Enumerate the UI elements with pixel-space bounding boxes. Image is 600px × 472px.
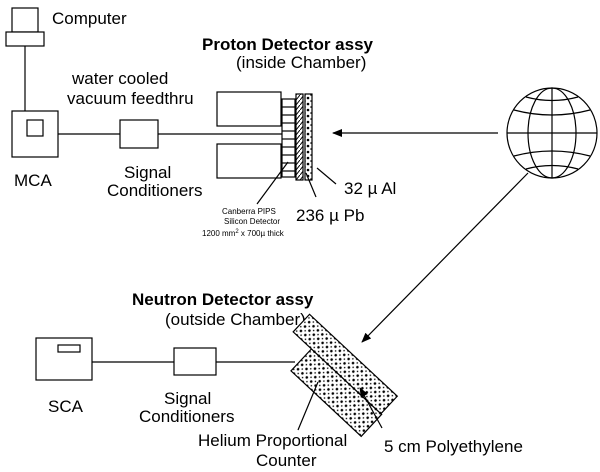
water-cooled-feedthru (216, 91, 282, 179)
water-label-1: water cooled (71, 69, 168, 88)
helium-label-2: Counter (256, 451, 317, 470)
al-leader (316, 167, 337, 185)
poly-label: 5 cm Polyethylene (384, 437, 523, 456)
sca-label: SCA (48, 397, 84, 416)
proton-title: Proton Detector assy (202, 35, 374, 54)
al-foil (304, 93, 313, 181)
pb-leader (305, 172, 317, 198)
signal-top-label-1: Signal (124, 163, 171, 182)
al-label: 32 µ Al (344, 179, 396, 198)
pips-label-1: Canberra PIPS (222, 207, 276, 216)
sca-box (35, 337, 93, 381)
signal-conditioner-top (119, 119, 159, 149)
proton-subtitle: (inside Chamber) (236, 53, 366, 72)
signal-bottom-label-1: Signal (164, 389, 211, 408)
neutron-title: Neutron Detector assy (132, 290, 314, 309)
water-label-2: vacuum feedthru (67, 89, 194, 108)
pips-label-2: Silicon Detector (224, 217, 280, 226)
pb-label: 236 µ Pb (296, 206, 364, 225)
pb-foil (295, 93, 304, 181)
computer-icon (5, 7, 45, 47)
polyethylene-moderator (292, 313, 399, 415)
silicon-detector (281, 98, 296, 178)
poly-arrow (359, 387, 383, 429)
arrow-to-neutron (361, 172, 529, 343)
signal-bottom-label-2: Conditioners (139, 407, 234, 426)
helium-label-1: Helium Proportional (198, 431, 347, 450)
mca-label: MCA (14, 171, 52, 190)
mca-box (11, 110, 59, 158)
globe-icon (506, 87, 598, 179)
pips-leader (256, 161, 289, 205)
neutron-subtitle: (outside Chamber) (165, 310, 306, 329)
pips-label-3: 1200 mm2 x 700µ thick (202, 229, 285, 238)
helium-leader (297, 381, 319, 431)
signal-conditioner-bottom (173, 347, 217, 376)
signal-top-label-2: Conditioners (107, 181, 202, 200)
computer-label: Computer (52, 9, 127, 28)
neutron-detector (290, 313, 399, 438)
